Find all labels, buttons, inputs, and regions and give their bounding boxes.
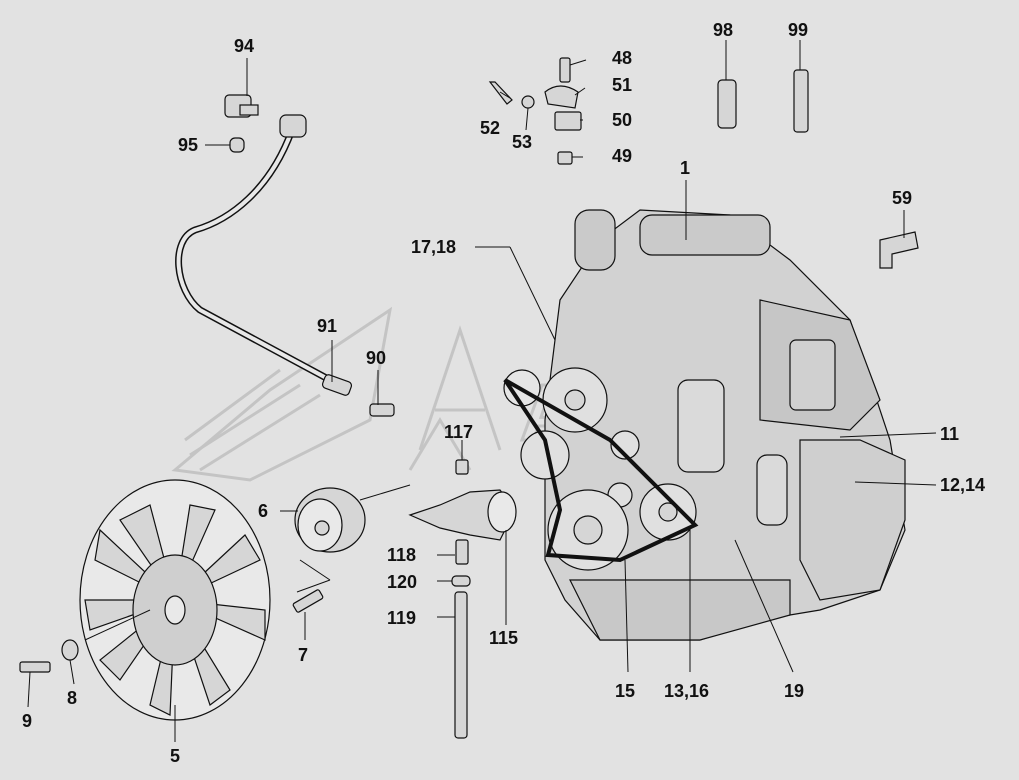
callout-119: 119 xyxy=(387,608,417,628)
callout-17-18: 17,18 xyxy=(411,237,457,257)
callout-48: 48 xyxy=(612,48,633,68)
bolt-48 xyxy=(559,57,571,83)
adapter-90 xyxy=(369,403,395,417)
callout-90: 90 xyxy=(366,348,387,368)
callout-91: 91 xyxy=(317,316,338,336)
callout-7: 7 xyxy=(298,645,309,665)
callout-117: 117 xyxy=(444,422,474,442)
fitting-118 xyxy=(455,539,469,565)
callout-51: 51 xyxy=(612,75,633,95)
nut-49 xyxy=(557,151,573,165)
hose-fitting-94 xyxy=(279,114,307,138)
fuel-hose xyxy=(175,126,334,384)
callout-99: 99 xyxy=(788,20,809,40)
callout-8: 8 xyxy=(67,688,78,708)
fan-5 xyxy=(79,479,271,721)
bracket-50 xyxy=(554,111,582,131)
cap-95 xyxy=(229,137,245,153)
washer-8 xyxy=(61,639,79,661)
connector-91 xyxy=(321,374,353,396)
callout-12-14: 12,14 xyxy=(940,475,986,495)
callout-15: 15 xyxy=(615,681,636,701)
sensor-99 xyxy=(793,69,809,133)
engine-block-1 xyxy=(503,209,906,641)
clamp-120 xyxy=(451,575,471,587)
leader-lines xyxy=(27,40,937,742)
callout-6: 6 xyxy=(258,501,269,521)
bolt-7 xyxy=(292,589,324,613)
callout-11: 11 xyxy=(940,424,960,444)
hose-119 xyxy=(454,591,468,739)
callout-5: 5 xyxy=(170,746,181,766)
screw-117 xyxy=(455,459,469,475)
bracket-59 xyxy=(879,231,919,269)
callout-19: 19 xyxy=(784,681,805,701)
callout-50: 50 xyxy=(612,110,633,130)
callout-98: 98 xyxy=(713,20,734,40)
callout-94: 94 xyxy=(234,36,255,56)
callout-52: 52 xyxy=(480,118,501,138)
callout-1: 1 xyxy=(680,158,691,178)
callout-9: 9 xyxy=(22,711,33,731)
callout-59: 59 xyxy=(892,188,913,208)
hub-6 xyxy=(294,487,366,553)
callout-118: 118 xyxy=(387,545,417,565)
callout-53: 53 xyxy=(512,132,533,152)
callout-49: 49 xyxy=(612,146,633,166)
sensor-98 xyxy=(717,79,737,129)
bolt-9 xyxy=(19,661,51,673)
callout-13-16: 13,16 xyxy=(664,681,710,701)
washer-53 xyxy=(521,95,535,109)
clamp-51 xyxy=(544,85,579,109)
callout-115: 115 xyxy=(489,628,519,648)
callout-95: 95 xyxy=(178,135,199,155)
callout-120: 120 xyxy=(387,572,418,592)
